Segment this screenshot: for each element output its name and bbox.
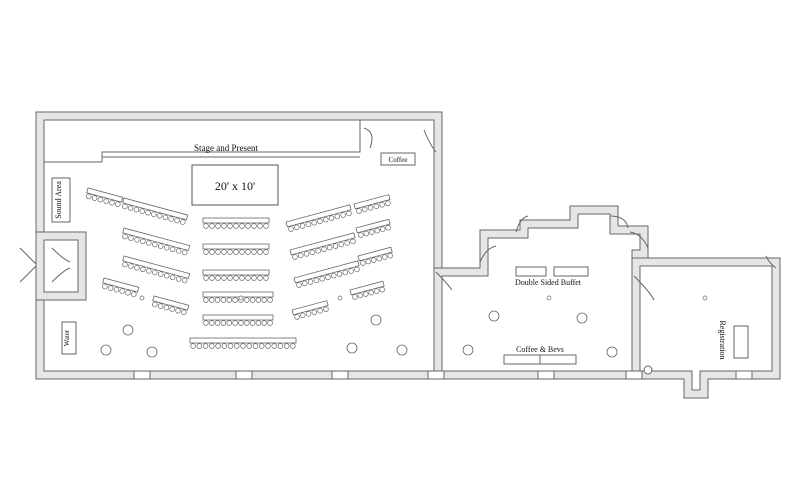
columns [133, 370, 753, 380]
seating-row [291, 300, 329, 320]
seating-row [152, 295, 190, 316]
stage-label: Stage and Present [194, 143, 258, 153]
seating-row [102, 277, 140, 298]
cocktail-table [396, 344, 408, 356]
doors [19, 127, 777, 301]
cocktail-table [606, 346, 618, 358]
sound-area [51, 177, 71, 223]
seating-row [285, 204, 352, 232]
buffet-table-left [515, 266, 547, 277]
registration-label: Registration [718, 320, 727, 359]
floor-marker [337, 295, 343, 301]
floor-marker [139, 295, 145, 301]
water-station [61, 321, 77, 355]
seating-row [357, 246, 393, 266]
buffet-table-right [553, 266, 589, 277]
seating-row [349, 280, 385, 300]
cocktail-table [146, 346, 158, 358]
cocktail-table [576, 312, 588, 324]
floor-marker [546, 295, 552, 301]
registration-table [733, 325, 749, 359]
cocktail-table [488, 310, 500, 322]
cocktail-table [462, 344, 474, 356]
stage-platform [191, 164, 279, 206]
coffee-bevs-label: Coffee & Bevs [516, 345, 564, 354]
column-round [643, 365, 653, 375]
sound-area-label: Sound Area [54, 181, 63, 219]
cocktail-table [122, 324, 134, 336]
seating-row [86, 187, 124, 208]
cocktail-table [346, 342, 358, 354]
seating-row [202, 217, 270, 229]
cocktail-table [370, 314, 382, 326]
water-label: Water [63, 329, 71, 346]
seating-row [122, 255, 191, 284]
floor-marker [702, 295, 708, 301]
floor-marker [238, 295, 244, 301]
coffee-station [380, 152, 416, 166]
cocktail-table [100, 344, 112, 356]
stage [43, 119, 361, 163]
seating-row [202, 291, 274, 303]
registration-room-wall [631, 257, 781, 399]
seating-row [189, 337, 297, 349]
buffet-label: Double Sided Buffet [515, 278, 582, 287]
left-lobby-wall [35, 231, 87, 301]
seating-row [289, 232, 356, 260]
coffee-label: Coffee [389, 156, 408, 164]
seating-row [353, 194, 391, 214]
seating-row [122, 197, 189, 225]
seating-row [202, 243, 270, 255]
seating [86, 187, 393, 349]
seating-row [122, 227, 191, 256]
seating-row [202, 269, 270, 281]
seating-row [355, 218, 391, 238]
seating-row [293, 260, 360, 288]
bevs-table-right [539, 354, 577, 365]
cocktail-tables [100, 295, 708, 358]
seating-row [202, 314, 274, 326]
stage-size-label: 20' x 10' [215, 179, 255, 193]
bevs-table-left [503, 354, 541, 365]
